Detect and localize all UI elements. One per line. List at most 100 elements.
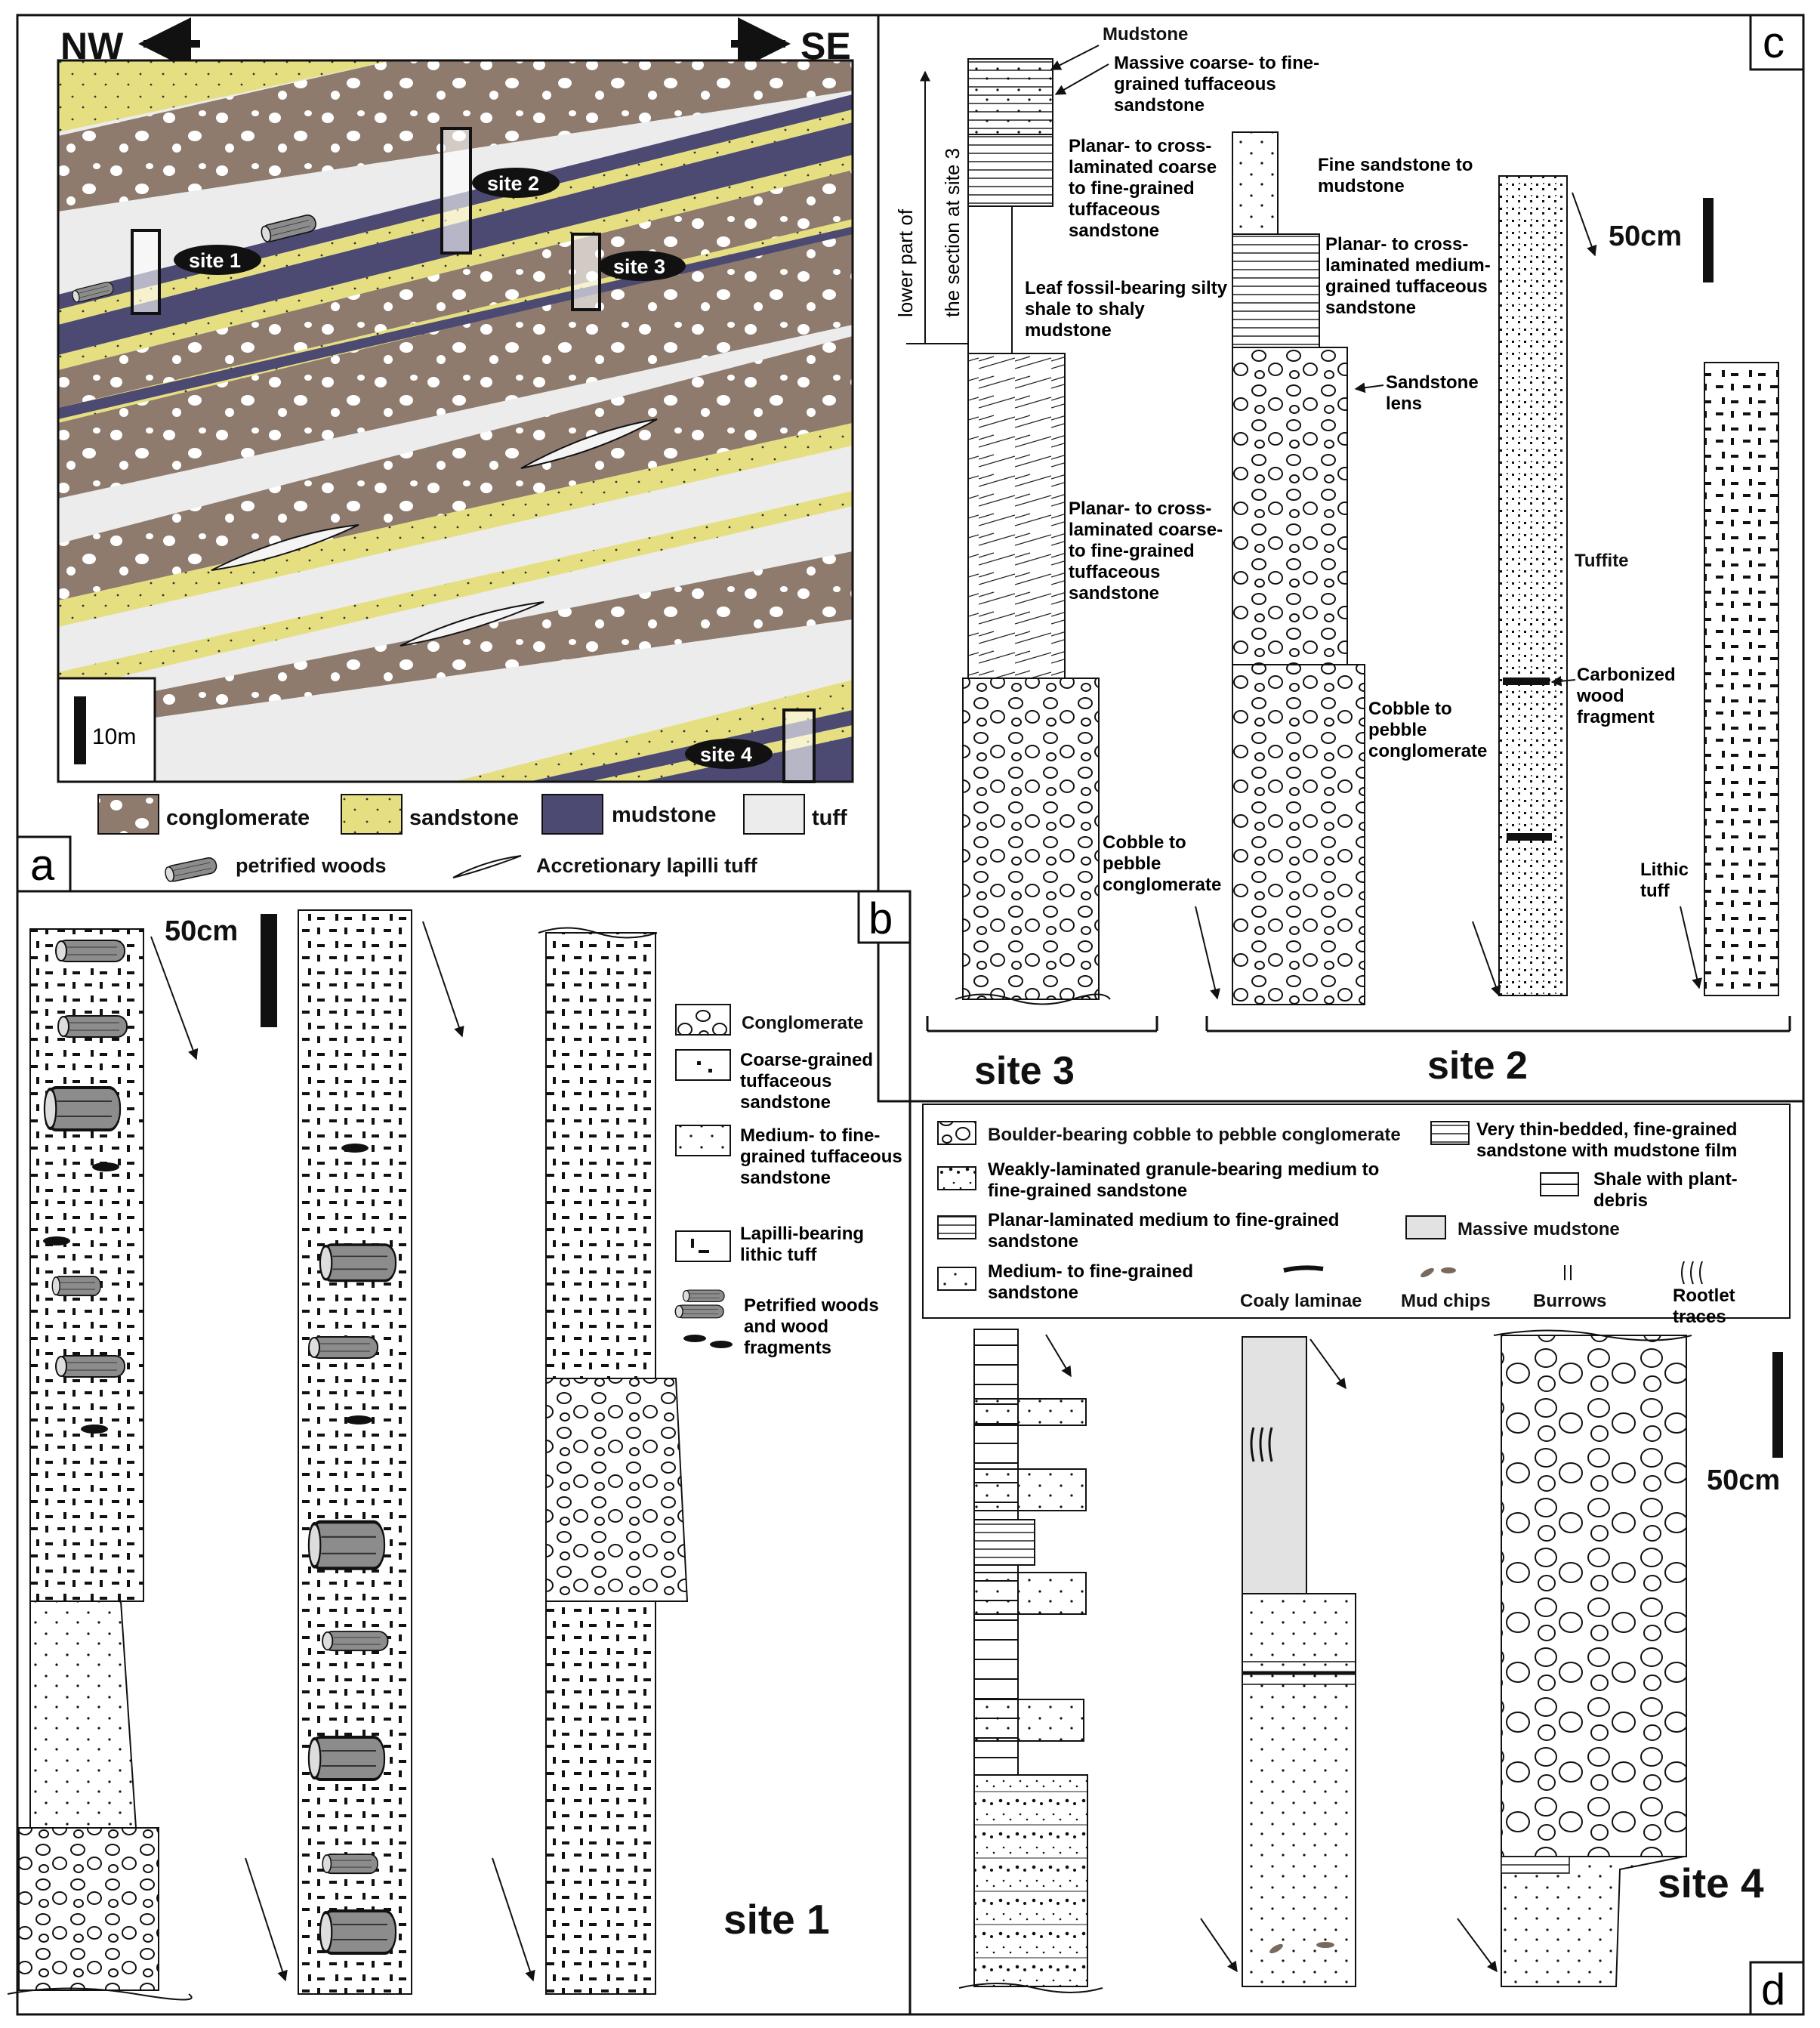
legend-rootlet-label: Rootlet traces: [1673, 1286, 1735, 1327]
carbonized-wood-fragment: [1507, 833, 1552, 841]
petrified-wood-icon: [51, 1276, 101, 1297]
younging-arrow-icon: [1680, 906, 1702, 989]
petrified-wood-icon: [57, 1015, 128, 1038]
site3-column: [955, 58, 1111, 1005]
legend-lapilli-swatch: [675, 1230, 731, 1262]
younging-arrow-icon: [422, 921, 464, 1038]
mud-chip-icon: [1441, 1267, 1456, 1273]
legend-coaly-label: Coaly laminae: [1240, 1291, 1362, 1311]
legend-massive-mudstone-label: Massive mudstone: [1458, 1219, 1620, 1239]
scale-10m: 10m: [92, 724, 136, 749]
panel-c-letter: c: [1763, 18, 1785, 67]
sandstone-layer: [58, 155, 853, 370]
label-tuffite: Tuffite: [1575, 551, 1629, 571]
younging-arrow-icon: [1200, 1918, 1238, 1973]
legend-conglomerate-swatch: [97, 794, 159, 835]
younging-arrow-icon: [1457, 1918, 1498, 1973]
panel-b-legend: Conglomerate Coarse-grained tuffaceous s…: [674, 1004, 902, 1358]
petrified-wood-icon: [307, 1736, 386, 1781]
sandstone-layer: [58, 60, 393, 132]
label-cobble-site3: Cobble to pebble conglomerate: [1103, 832, 1222, 895]
label-fine-sandstone: Fine sandstone to mudstone: [1318, 155, 1473, 196]
petrified-wood-icon: [55, 1355, 125, 1378]
label-planar-site3-upper: Planar- to cross-laminated coarse to fin…: [1069, 136, 1217, 241]
petrified-wood-icon: [308, 1336, 378, 1359]
mud-chip-icon: [1421, 1267, 1434, 1278]
legend-lapilli-label: Accretionary lapilli tuff: [536, 854, 758, 877]
legend-lapilli-label: Lapilli-bearing lithic tuff: [740, 1224, 865, 1265]
site2-annotations: Fine sandstone to mudstone Planar- to cr…: [1318, 155, 1689, 901]
legend-petrified-woods-label: petrified woods: [236, 854, 387, 877]
scale-bar: [1772, 1352, 1783, 1458]
legend-medium-swatch: [675, 1125, 731, 1156]
site1-column-3: [538, 927, 689, 1995]
legend-shale-label: Shale with plant-debris: [1593, 1169, 1738, 1211]
carbonized-wood-fragment: [1503, 678, 1550, 685]
legend-tuff-label: tuff: [812, 806, 847, 830]
younging-arrow-icon: [245, 1857, 288, 1982]
vertical-label-1: lower part of: [894, 208, 917, 317]
younging-arrow-icon: [1309, 1338, 1346, 1390]
site-4-tag: site 4: [685, 739, 773, 769]
petrified-wood-icon: [318, 1909, 397, 1955]
label-cobble-site2: Cobble to pebble conglomerate: [1368, 699, 1488, 761]
petrified-wood-icon: [319, 1243, 397, 1283]
legend-medium-label: Medium- to fine-grained tuffaceous sands…: [740, 1125, 902, 1188]
legend-conglomerate-label: Conglomerate: [742, 1013, 863, 1033]
sandstone-layer: [58, 491, 853, 691]
petrified-wood-icon: [322, 1854, 378, 1875]
legend-wood-icon: [674, 1304, 724, 1319]
panel-a-letter: a: [30, 841, 55, 890]
site4-column-2: [1242, 1336, 1356, 1987]
site2-column-1: [1232, 131, 1365, 1005]
svg-text:site 2: site 2: [487, 172, 539, 195]
site4-label: site 4: [1658, 1860, 1764, 1906]
label-planar-site3-lower: Planar- to cross-laminated coarse- to fi…: [1069, 499, 1223, 603]
legend-wood-label: Petrified woods and wood fragments: [744, 1295, 879, 1358]
younging-arrow-icon: [1472, 921, 1501, 997]
site4-column-3: [1493, 1329, 1692, 1987]
site1-column-1: [18, 928, 159, 1991]
younging-arrow-icon: [1195, 906, 1220, 1000]
coaly-laminae-icon: [1283, 1265, 1324, 1273]
scale-50cm: 50cm: [165, 915, 238, 947]
legend-wood-icon: [682, 1289, 725, 1303]
site1-column-2: [298, 909, 412, 1995]
svg-text:site 3: site 3: [613, 255, 665, 278]
panel-d-frame: [908, 1100, 1805, 2016]
sandstone-layer: [58, 423, 853, 627]
legend-coarse-label: Coarse-grained tuffaceous sandstone: [740, 1050, 874, 1113]
sandstone-layer: [453, 680, 853, 782]
legend-medium-label: Medium- to fine-grained sandstone: [988, 1261, 1193, 1303]
svg-text:site 1: site 1: [189, 249, 241, 272]
scale-bar: [74, 696, 86, 764]
legend-thin-bedded-label: Very thin-bedded, fine-grained sandstone…: [1476, 1119, 1738, 1161]
site-2-tag: site 2: [472, 168, 560, 198]
younging-arrow-icon: [1045, 1334, 1072, 1378]
panel-c: c 50cm lower part of the section at site…: [877, 14, 1805, 1103]
rootlet-icon: [1681, 1261, 1703, 1285]
site-1-tag: site 1: [174, 245, 261, 275]
legend-mudstone-label: mudstone: [612, 803, 717, 827]
label-lithic-tuff: Lithic tuff: [1640, 860, 1689, 901]
legend-tuff-swatch: [743, 794, 805, 835]
legend-mud-chips-label: Mud chips: [1401, 1291, 1491, 1311]
legend-granule-label: Weakly-laminated granule-bearing medium …: [988, 1159, 1380, 1201]
legend-coarse-swatch: [675, 1049, 731, 1081]
panel-d-letter: d: [1761, 1965, 1785, 2014]
panel-d: d Boulder-bearing cobble to pebble congl…: [908, 1100, 1805, 2016]
legend-petrified-wood-icon: [163, 856, 219, 884]
scale-50cm: 50cm: [1609, 221, 1682, 252]
site2-label: site 2: [1427, 1044, 1528, 1088]
petrified-wood-icon: [42, 1086, 122, 1131]
legend-sandstone-label: sandstone: [409, 806, 519, 830]
legend-conglomerate-label: conglomerate: [166, 806, 310, 830]
site-1-box: [131, 229, 161, 315]
lapilli-lens: [211, 524, 359, 571]
site3-annotations: Mudstone Massive coarse- to fine-grained…: [1025, 24, 1319, 895]
rootlet-traces-icon: [1250, 1427, 1273, 1462]
burrows-icon: [1564, 1265, 1572, 1280]
younging-arrow-icon: [492, 1857, 535, 1982]
site-3-box: [571, 233, 601, 311]
site-2-box: [440, 127, 472, 255]
